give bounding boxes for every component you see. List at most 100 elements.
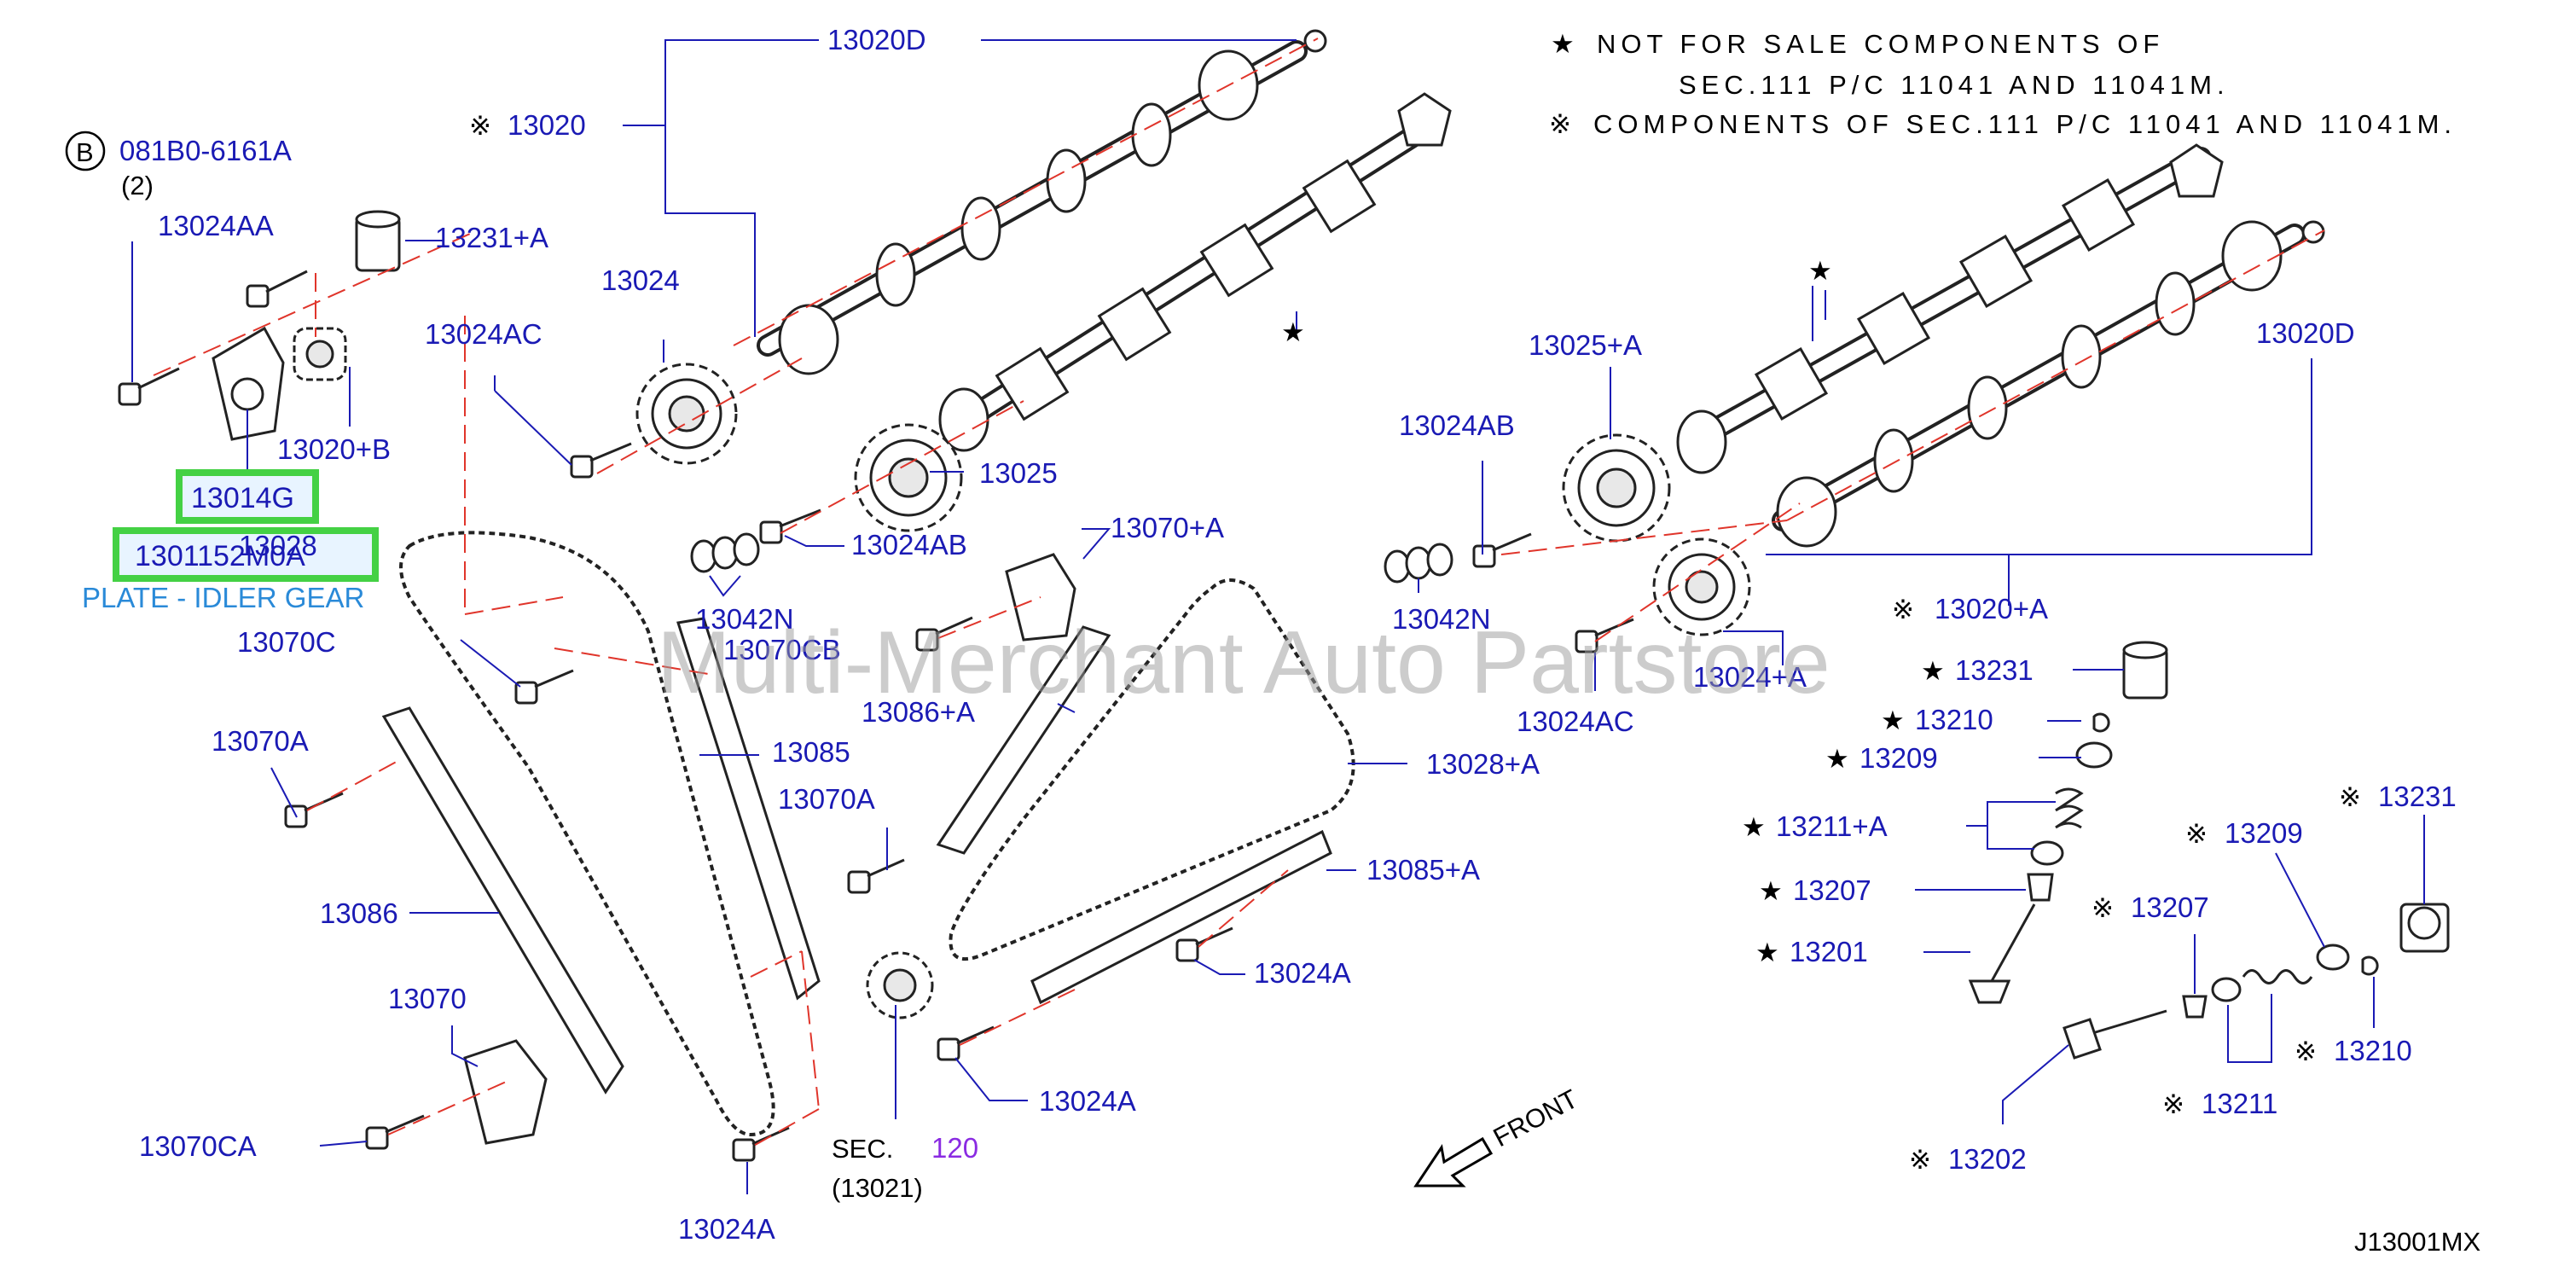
- camshaft-left-upper[interactable]: [757, 29, 1327, 375]
- timing-chain-13028[interactable]: [399, 531, 775, 1137]
- label-13202-ref-prefix: ※: [1909, 1145, 1931, 1176]
- label-13024AB-left[interactable]: 13024AB: [851, 529, 967, 560]
- highlight-13014G[interactable]: 13014G: [176, 469, 319, 524]
- label-13024AC-right[interactable]: 13024AC: [1517, 706, 1634, 737]
- lifter-13231A[interactable]: [355, 210, 401, 272]
- label-13202-ref[interactable]: 13202: [1948, 1143, 2027, 1175]
- bolt-13024AA-upper[interactable]: [246, 270, 308, 308]
- label-13231-ref[interactable]: 13231: [2378, 781, 2457, 812]
- label-13024[interactable]: 13024: [601, 264, 680, 296]
- label-13024AC-left[interactable]: 13024AC: [425, 318, 542, 350]
- label-13042N-left[interactable]: 13042N: [695, 603, 794, 635]
- label-13024AB-right[interactable]: 13024AB: [1399, 409, 1515, 441]
- label-13207-ref[interactable]: 13207: [2131, 891, 2209, 923]
- label-13070A-mid[interactable]: 13070A: [778, 783, 875, 815]
- camshaft-right-lower[interactable]: [1772, 220, 2325, 548]
- label-13207-ref-prefix: ※: [2092, 893, 2114, 924]
- bolt-13024AA-lower[interactable]: [118, 367, 180, 406]
- label-13085A[interactable]: 13085+A: [1366, 854, 1480, 886]
- timing-chain-13028A[interactable]: [949, 578, 1355, 961]
- bolt-13024AC-right[interactable]: [1575, 618, 1634, 653]
- label-13025[interactable]: 13025: [979, 457, 1058, 489]
- orings-13042N-left[interactable]: [690, 532, 760, 573]
- orings-13042N-right[interactable]: [1384, 543, 1453, 584]
- valve-13201-star[interactable]: [1968, 903, 2036, 1004]
- label-13086A[interactable]: 13086+A: [862, 696, 975, 728]
- highlight-1301152M0A[interactable]: 13028 1301152M0A: [113, 527, 379, 582]
- highlight-part-1: 13014G: [191, 482, 294, 514]
- label-13020D-top[interactable]: 13020D: [827, 24, 926, 55]
- label-13209-ref[interactable]: 13209: [2225, 817, 2303, 849]
- spring-13211A-star[interactable]: [2030, 787, 2084, 866]
- camshaft-left-lower[interactable]: [938, 92, 1452, 452]
- label-13024A-bottom[interactable]: 13024A: [678, 1213, 775, 1245]
- idler-plate[interactable]: [212, 326, 285, 441]
- sprocket-13025A[interactable]: [1562, 433, 1671, 543]
- retainer-13209-star[interactable]: [2075, 741, 2113, 769]
- label-13070[interactable]: 13070: [388, 983, 467, 1014]
- label-13024A-plus[interactable]: 13024+A: [1693, 661, 1807, 693]
- label-13024A-right[interactable]: 13024A: [1254, 957, 1351, 989]
- label-13020A[interactable]: 13020+A: [1935, 593, 2048, 624]
- collet-13210-star[interactable]: [2092, 712, 2110, 733]
- label-13210-star[interactable]: 13210: [1915, 704, 1993, 735]
- idler-gear-13020B[interactable]: [293, 327, 347, 381]
- label-13211A-star-prefix: ★: [1742, 812, 1766, 843]
- bolt-ref[interactable]: B 081B0-6161A (2): [65, 131, 292, 200]
- sec-number[interactable]: 120: [931, 1132, 978, 1164]
- label-13020D-right[interactable]: 13020D: [2256, 317, 2355, 349]
- label-13070A-left[interactable]: 13070A: [212, 725, 309, 757]
- label-13070CB[interactable]: 13070CB: [723, 634, 841, 665]
- sprocket-13024[interactable]: [635, 363, 738, 465]
- label-13020B[interactable]: 13020+B: [277, 433, 391, 465]
- label-13070A-top[interactable]: 13070+A: [1111, 512, 1224, 543]
- sprocket-crank[interactable]: [866, 951, 934, 1019]
- camshaft-right-upper[interactable]: [1676, 143, 2224, 474]
- sprocket-13024A[interactable]: [1652, 537, 1751, 636]
- label-13024A-mid[interactable]: 13024A: [1039, 1085, 1136, 1117]
- sprocket-13025[interactable]: [854, 423, 963, 532]
- lifter-13231-star[interactable]: [2122, 641, 2168, 700]
- label-13028A[interactable]: 13028+A: [1426, 748, 1540, 780]
- bolt-13070CA[interactable]: [365, 1114, 425, 1150]
- label-13210-ref[interactable]: 13210: [2334, 1035, 2412, 1066]
- label-13070CA[interactable]: 13070CA: [139, 1130, 257, 1162]
- seal-13207-star[interactable]: [2027, 873, 2054, 902]
- label-13086[interactable]: 13086: [320, 897, 398, 929]
- label-13211-ref[interactable]: 13211: [2202, 1088, 2277, 1119]
- spring-13211-ref[interactable]: [2211, 969, 2313, 1002]
- bolt-13024AB-right[interactable]: [1472, 532, 1532, 568]
- bolt-13024A-mid[interactable]: [937, 1025, 995, 1061]
- note-line-2: SEC.111 P/C 11041 AND 11041M.: [1679, 70, 2230, 100]
- bolt-13070A-left[interactable]: [284, 792, 344, 828]
- notes-block: ★ NOT FOR SALE COMPONENTS OF SEC.111 P/C…: [1549, 29, 2451, 140]
- label-13085[interactable]: 13085: [772, 736, 850, 768]
- valve-13202-ref[interactable]: [2063, 1009, 2167, 1060]
- label-13070C[interactable]: 13070C: [237, 626, 336, 658]
- label-13211A-star[interactable]: 13211+A: [1776, 810, 1888, 842]
- label-13207-star[interactable]: 13207: [1793, 874, 1871, 906]
- label-13209-star[interactable]: 13209: [1859, 742, 1938, 774]
- chain-guide-13086[interactable]: [381, 706, 624, 1095]
- collet-13210-ref[interactable]: [2361, 955, 2379, 976]
- chain-guide-13085[interactable]: [676, 617, 821, 1001]
- label-13231A[interactable]: 13231+A: [435, 222, 548, 253]
- label-13231-star[interactable]: 13231: [1955, 654, 2034, 686]
- bolt-13024AC-left[interactable]: [570, 442, 632, 479]
- seal-13207-ref[interactable]: [2182, 995, 2208, 1019]
- bolt-13024A-right[interactable]: [1175, 926, 1233, 962]
- label-13025A[interactable]: 13025+A: [1529, 329, 1642, 361]
- label-13042N-right[interactable]: 13042N: [1392, 603, 1491, 635]
- bolt-13070C[interactable]: [514, 669, 574, 705]
- bolt-13070CB[interactable]: [915, 616, 973, 652]
- label-13201-star[interactable]: 13201: [1790, 936, 1868, 967]
- tensioner-13070[interactable]: [463, 1039, 548, 1145]
- label-13020[interactable]: 13020: [508, 109, 586, 141]
- retainer-13209-ref[interactable]: [2316, 944, 2350, 971]
- lifter-13231-ref[interactable]: [2399, 903, 2450, 953]
- label-13024AA[interactable]: 13024AA: [158, 210, 274, 241]
- bolt-13024AB-left[interactable]: [759, 508, 821, 544]
- chain-guide-13086A[interactable]: [936, 625, 1111, 855]
- chain-guide-13085A[interactable]: [1030, 829, 1332, 1005]
- bolt-13070A-mid[interactable]: [847, 858, 905, 894]
